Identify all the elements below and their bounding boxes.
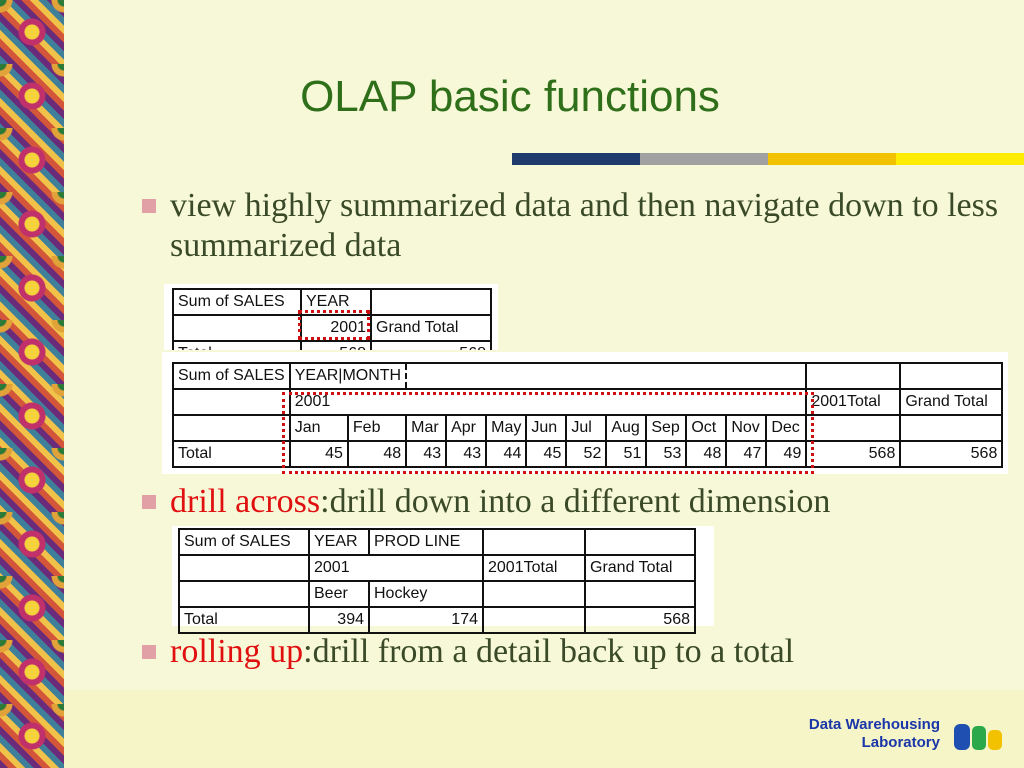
table-cell: 174 [368,606,484,634]
table-cell [805,362,902,390]
table-cell: Jun [525,414,568,442]
table-cell [805,414,902,442]
table-header: YEAR [300,288,372,316]
table-cell [178,580,310,608]
accent-segment-gold [768,153,896,165]
bullet-highlight: drill across [170,483,321,520]
bullet-text: view highly summarized data and then nav… [170,187,999,264]
table-header: 2001Total [482,554,586,582]
table-cell: Grand Total [370,314,492,342]
table-cell: 2001 [288,388,808,416]
footer-band [64,690,1024,768]
bullet-square-icon [142,199,156,213]
table-header: YEAR [308,528,370,556]
decorative-border [0,0,64,768]
table-cell: 51 [605,440,648,468]
table-cell [405,362,808,390]
accent-bar [512,153,1024,165]
table-cell: 47 [725,440,768,468]
table-cell: 568 [370,340,492,350]
pivot-table-summary: Sum of SALES YEAR 2001 Grand Total Total… [164,284,498,350]
bullet-square-icon [142,495,156,509]
table-cell: Total [178,606,310,634]
table-header: Grand Total [584,554,696,582]
table-cell [482,580,586,608]
bullet-3: rolling up:drill from a detail back up t… [142,632,1002,672]
table-cell [172,388,291,416]
table-cell [172,314,302,342]
table-header: 2001Total [805,388,902,416]
table-header [370,288,492,316]
table-cell: Nov [725,414,768,442]
table-cell: Feb [346,414,408,442]
table-cell: Jul [565,414,608,442]
table-cell: Apr [445,414,488,442]
table-cell: Total [172,440,291,468]
table-cell: 568 [584,606,696,634]
table-cell: Sep [645,414,688,442]
lab-logo-text: Data Warehousing Laboratory [808,716,940,751]
table-cell: Aug [605,414,648,442]
table-cell: 45 [525,440,568,468]
lab-logo-icon [954,724,1002,750]
table-header: Sum of SALES [172,288,302,316]
table-cell [584,528,696,556]
table-cell: 48 [346,440,408,468]
table-cell: 53 [645,440,688,468]
table-header: Sum of SALES [178,528,310,556]
table-cell: 49 [765,440,808,468]
slide-title: OLAP basic functions [300,72,720,121]
table-cell [899,414,1004,442]
table-cell [482,528,586,556]
table-cell: Hockey [368,580,484,608]
bullet-highlight: rolling up [170,633,304,670]
table-header: Grand Total [899,388,1004,416]
table-cell: 394 [308,606,370,634]
table-cell: 568 [300,340,372,350]
table-cell: 48 [685,440,728,468]
bullet-2: drill across:drill down into a different… [142,482,1022,522]
accent-segment-navy [512,153,640,165]
bullet-1: view highly summarized data and then nav… [142,186,1002,266]
pivot-table-product: Sum of SALES YEAR PROD LINE 2001 2001Tot… [172,526,714,634]
pivot-table-monthly: Sum of SALES YEAR|MONTH 2001 2001Total G… [162,352,1008,474]
bullet-square-icon [142,645,156,659]
table-cell: 2001 [308,554,484,582]
table-cell [482,606,586,634]
table-cell [584,580,696,608]
table-cell: 43 [405,440,448,468]
table-cell: Total [172,340,302,350]
table-cell: Mar [405,414,448,442]
table-cell: Beer [308,580,370,608]
table-cell [899,362,1004,390]
table-header: PROD LINE [368,528,484,556]
table-cell [178,554,310,582]
table-cell: Dec [765,414,808,442]
table-cell [172,414,291,442]
table-cell: 43 [445,440,488,468]
table-cell: 2001 [300,314,372,342]
table-cell: 568 [805,440,902,468]
table-header: Sum of SALES [172,362,291,390]
table-cell: Jan [288,414,349,442]
table-cell: Oct [685,414,728,442]
table-cell: 45 [288,440,349,468]
table-cell: 52 [565,440,608,468]
table-cell: 44 [485,440,528,468]
table-cell: May [485,414,528,442]
bullet-text: :drill from a detail back up to a total [303,633,795,670]
table-header: YEAR|MONTH [288,362,407,390]
accent-segment-gray [640,153,768,165]
accent-segment-yellow [896,153,1024,165]
table-cell: 568 [899,440,1004,468]
bullet-text: :drill down into a different dimension [320,483,831,520]
